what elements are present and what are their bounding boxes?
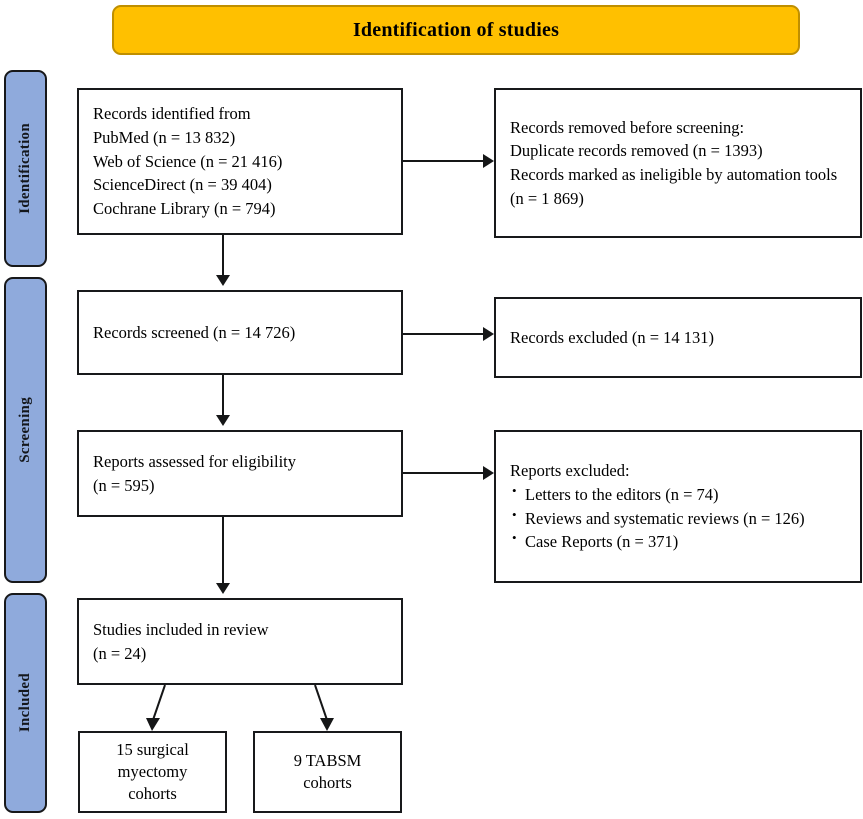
arrowhead-identified-to-screened: [216, 275, 230, 286]
reports-excluded-list: Letters to the editors (n = 74) Reviews …: [510, 482, 846, 554]
connector-split-to-cohorts: [146, 684, 334, 731]
connector-eligibility-to-included: [222, 517, 224, 583]
stage-bar-identification: Identification: [4, 70, 47, 267]
box-reports-excluded-text: Reports excluded: Letters to the editors…: [496, 459, 860, 554]
connector-identified-to-removed: [403, 160, 483, 162]
connector-eligibility-to-excluded-reports: [403, 472, 483, 474]
myectomy-line-3: cohorts: [128, 784, 177, 804]
box-records-screened: Records screened (n = 14 726): [77, 290, 403, 375]
box-records-excluded: Records excluded (n = 14 131): [494, 297, 862, 378]
stage-label-screening: Screening: [17, 397, 33, 463]
arrowhead-eligibility-to-excluded-reports: [483, 466, 494, 480]
page-title: Identification of studies: [352, 18, 560, 41]
box-records-removed-text: Records removed before screening: Duplic…: [496, 116, 860, 211]
box-records-removed: Records removed before screening: Duplic…: [494, 88, 862, 238]
tabsm-line-1: 9 TABSM: [293, 750, 362, 770]
box-surgical-myectomy-cohorts-text: 15 surgical myectomy cohorts: [80, 739, 225, 806]
box-records-identified: Records identified from PubMed (n = 13 8…: [77, 88, 403, 235]
studies-included-line-1: Studies included in review: [93, 619, 269, 639]
records-identified-line-2: PubMed (n = 13 832): [93, 127, 236, 147]
box-tabsm-cohorts-text: 9 TABSM cohorts: [255, 750, 400, 795]
connector-screened-to-excluded: [403, 333, 483, 335]
records-identified-line-1: Records identified from: [93, 104, 251, 124]
box-surgical-myectomy-cohorts: 15 surgical myectomy cohorts: [78, 731, 227, 813]
records-removed-line-1: Records removed before screening:: [510, 117, 745, 137]
arrowhead-identified-to-removed: [483, 154, 494, 168]
reports-assessed-line-2: (n = 595): [93, 475, 155, 495]
stage-bar-included: Included: [4, 593, 47, 813]
records-identified-line-3: Web of Science (n = 21 416): [93, 151, 283, 171]
records-identified-line-5: Cochrane Library (n = 794): [93, 199, 276, 219]
reports-excluded-item-2: Reviews and systematic reviews (n = 126): [510, 506, 846, 531]
arrowhead-screened-to-excluded: [483, 327, 494, 341]
tabsm-line-2: cohorts: [303, 773, 352, 792]
myectomy-line-1: 15 surgical: [116, 739, 189, 759]
diagram-title-banner: Identification of studies: [112, 5, 800, 55]
reports-assessed-line-1: Reports assessed for eligibility: [93, 451, 297, 471]
box-tabsm-cohorts: 9 TABSM cohorts: [253, 731, 402, 813]
box-records-excluded-text: Records excluded (n = 14 131): [496, 326, 860, 350]
stage-bar-screening: Screening: [4, 277, 47, 583]
box-studies-included: Studies included in review (n = 24): [77, 598, 403, 685]
reports-excluded-item-1: Letters to the editors (n = 74): [510, 482, 846, 507]
box-reports-excluded: Reports excluded: Letters to the editors…: [494, 430, 862, 583]
box-reports-assessed-text: Reports assessed for eligibility (n = 59…: [79, 450, 401, 498]
records-identified-line-4: ScienceDirect (n = 39 404): [93, 175, 272, 195]
records-removed-line-3: Records marked as ineligible by automati…: [510, 165, 838, 208]
records-excluded-line-1: Records excluded (n = 14 131): [510, 327, 715, 347]
arrowhead-eligibility-to-included: [216, 583, 230, 594]
box-records-screened-text: Records screened (n = 14 726): [79, 321, 401, 345]
box-reports-assessed: Reports assessed for eligibility (n = 59…: [77, 430, 403, 517]
myectomy-line-2: myectomy: [117, 761, 188, 781]
records-screened-line-1: Records screened (n = 14 726): [93, 322, 296, 342]
connector-screened-to-eligibility: [222, 375, 224, 415]
box-studies-included-text: Studies included in review (n = 24): [79, 618, 401, 666]
arrowhead-included-to-tabsm: [320, 718, 334, 731]
reports-excluded-item-3: Case Reports (n = 371): [510, 529, 846, 554]
arrowhead-included-to-myectomy: [146, 718, 160, 731]
studies-included-line-2: (n = 24): [93, 643, 147, 663]
box-records-identified-text: Records identified from PubMed (n = 13 8…: [79, 102, 401, 221]
reports-excluded-heading: Reports excluded:: [510, 461, 630, 480]
connector-identified-to-screened: [222, 235, 224, 275]
records-removed-line-2: Duplicate records removed (n = 1393): [510, 141, 763, 161]
stage-label-identification: Identification: [17, 123, 33, 214]
connector-included-to-myectomy: [152, 684, 166, 721]
arrowhead-screened-to-eligibility: [216, 415, 230, 426]
connector-included-to-tabsm: [314, 684, 328, 721]
